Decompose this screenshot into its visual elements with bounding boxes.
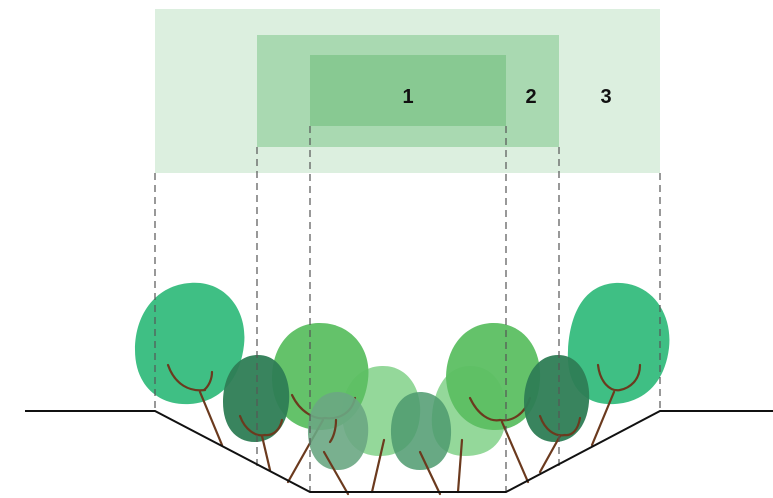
tree-left-small-grey	[307, 392, 369, 496]
zone-1-label: 1	[402, 86, 413, 108]
tree-trunk	[456, 438, 464, 494]
tree-trunk	[166, 363, 224, 447]
tree-trunk	[322, 418, 350, 496]
tree-left-dark	[223, 355, 290, 472]
tree-canopy	[135, 282, 245, 405]
tree-canopy	[307, 392, 369, 470]
tree-canopy	[524, 355, 590, 442]
channel-ground-profile	[25, 410, 773, 493]
tree-trunk	[238, 414, 284, 472]
tree-right-dark	[524, 355, 590, 474]
zone-1-band	[310, 55, 506, 126]
tree-canopy	[223, 355, 290, 442]
zone-bands: 1 2 3	[155, 9, 660, 173]
tree-canopy	[567, 282, 670, 405]
zone-3-label: 3	[600, 86, 611, 108]
zone-2-label: 2	[525, 86, 536, 108]
tree-trunk	[370, 438, 386, 494]
tree-trunk	[590, 363, 642, 447]
tree-group	[135, 282, 670, 496]
tree-canopy	[446, 322, 541, 430]
zone-guide-lines	[154, 126, 661, 492]
tree-trunk	[418, 450, 442, 496]
tree-canopy	[390, 392, 452, 470]
tree-far-left	[135, 282, 245, 447]
tree-far-right	[567, 282, 670, 447]
tree-trunk	[538, 414, 582, 474]
tree-center-small-grey	[390, 392, 452, 496]
